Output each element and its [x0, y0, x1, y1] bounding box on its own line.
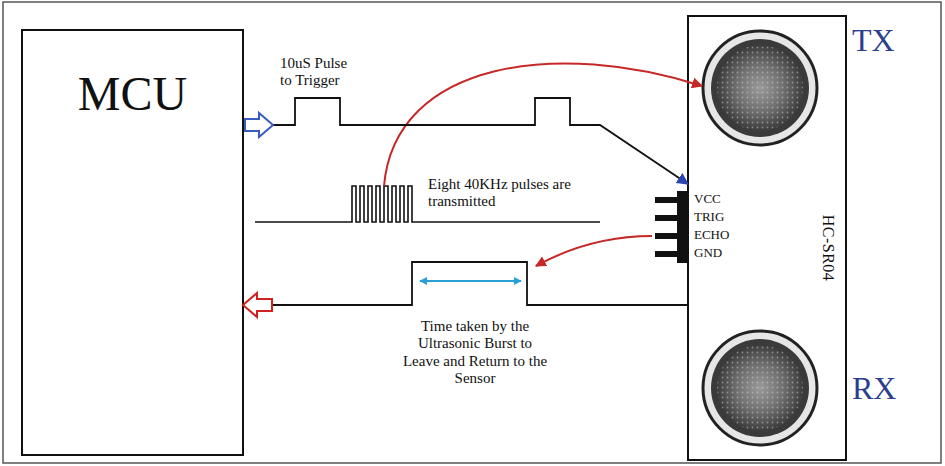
transducer-label: TX: [852, 22, 922, 59]
rx-transducer: [703, 331, 817, 445]
module-name: HC-SR04: [819, 215, 837, 282]
timing-note: Time taken by the Ultrasonic Burst to Le…: [402, 318, 548, 387]
signal-note: Eight 40KHz pulses are transmitted: [428, 176, 593, 211]
time-span-arrow: [420, 280, 521, 282]
pin-name: TRIG: [694, 210, 744, 225]
trigger-signal: [243, 98, 688, 184]
echo-signal: [243, 262, 688, 305]
tx-transducer: [703, 31, 817, 145]
outer-frame: [3, 2, 941, 463]
pin-header: [655, 191, 688, 263]
pin-name: GND: [694, 246, 744, 261]
trigger-out-arrow: [245, 113, 273, 137]
echo-pin-arrow: [536, 236, 652, 266]
signal-note: 10uS Pulse to Trigger: [280, 55, 358, 90]
node-title: MCU: [22, 68, 243, 121]
transducer-label: RX: [852, 370, 922, 407]
mcu-outline: [22, 30, 243, 455]
pin-name: ECHO: [694, 228, 744, 243]
mcu-box: MCU: [22, 30, 243, 455]
pin-name: VCC: [694, 192, 744, 207]
sensor-board: [688, 16, 846, 460]
